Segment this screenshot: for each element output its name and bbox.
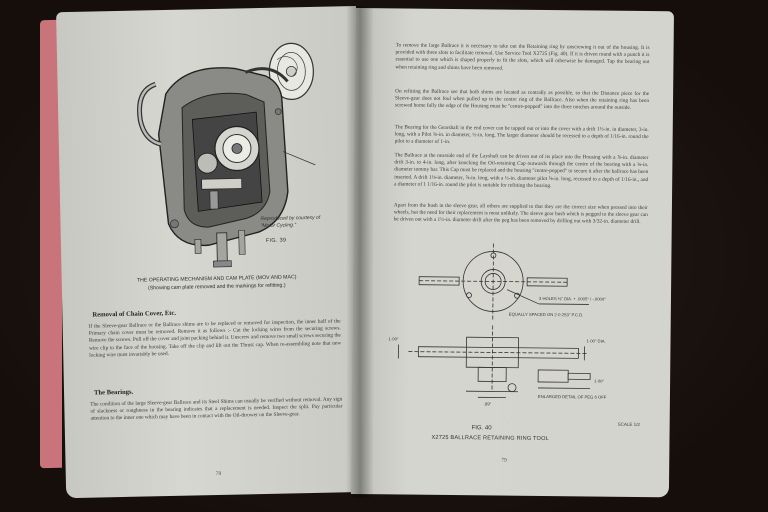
peg-detail-label: ENLARGED DETAIL OF PEG 6 OFF [538,394,607,400]
gearbox-mechanism-drawing [137,42,316,268]
section-text-chain-cover: If the Sleeve-gear Ballrace or the Ballr… [88,318,342,359]
section-heading-chain-cover: Removal of Chain Cover, Etc. [92,309,177,319]
figure-39-caption: THE OPERATING MECHANISM AND CAM PLATE (M… [92,272,342,293]
dim-holes: 3 HOLES ⅛" DIA. + .0005" / -.0000" [539,296,606,302]
figure-39-credit: Reproduced by courtesy of "Motor Cycling… [260,214,321,230]
cam-plate-detail [268,42,314,100]
figure-39-label: FIG. 39 [265,237,287,244]
page-number-right: 79 [501,457,507,464]
page-number-left: 78 [215,470,222,478]
figure-40-scale: SCALE 1/2 [617,421,640,427]
dim-small: .89" [484,401,492,406]
figure-40-technical-drawing: 3 HOLES ⅛" DIA. + .0005" / -.0000" EQUAL… [388,240,660,429]
dim-detail: 1·00" [594,379,604,384]
paragraph-3: The Bearing for the Gearshaft in the end… [394,124,649,146]
left-page: Reproduced by courtesy of "Motor Cycling… [56,6,367,499]
section-text-bearings: The condition of the large Sleeve-gear B… [90,396,343,423]
retaining-ring-tool-drawing: 3 HOLES ⅛" DIA. + .0005" / -.0000" EQUAL… [389,243,607,406]
figure-40-label: FIG. 40 [471,425,492,432]
right-page: To remove the large Ballrace it is neces… [350,8,674,498]
gearbox-casing [137,67,316,268]
figure-40-caption: X2725 BALLRACE RETAINING RING TOOL [431,434,550,443]
paragraph-2: On refitting the Ballrace see that both … [394,88,650,112]
dim-pcd: EQUALLY SPACED ON 2·0·253" P.C.D. [509,312,584,318]
paragraph-4: The Ballrace at the nearside end of the … [394,152,649,189]
dim-left: 1·00" [389,336,399,341]
book-spine-shadow [346,6,374,498]
figure-39-illustration [95,30,340,275]
section-heading-bearings: The Bearings. [93,388,134,397]
paragraph-5: Apart from the bush in the sleeve gear, … [393,202,648,226]
paragraph-1: To remove the large Ballrace it is neces… [395,42,650,72]
dim-right: 1·00" DIA. [587,338,606,343]
